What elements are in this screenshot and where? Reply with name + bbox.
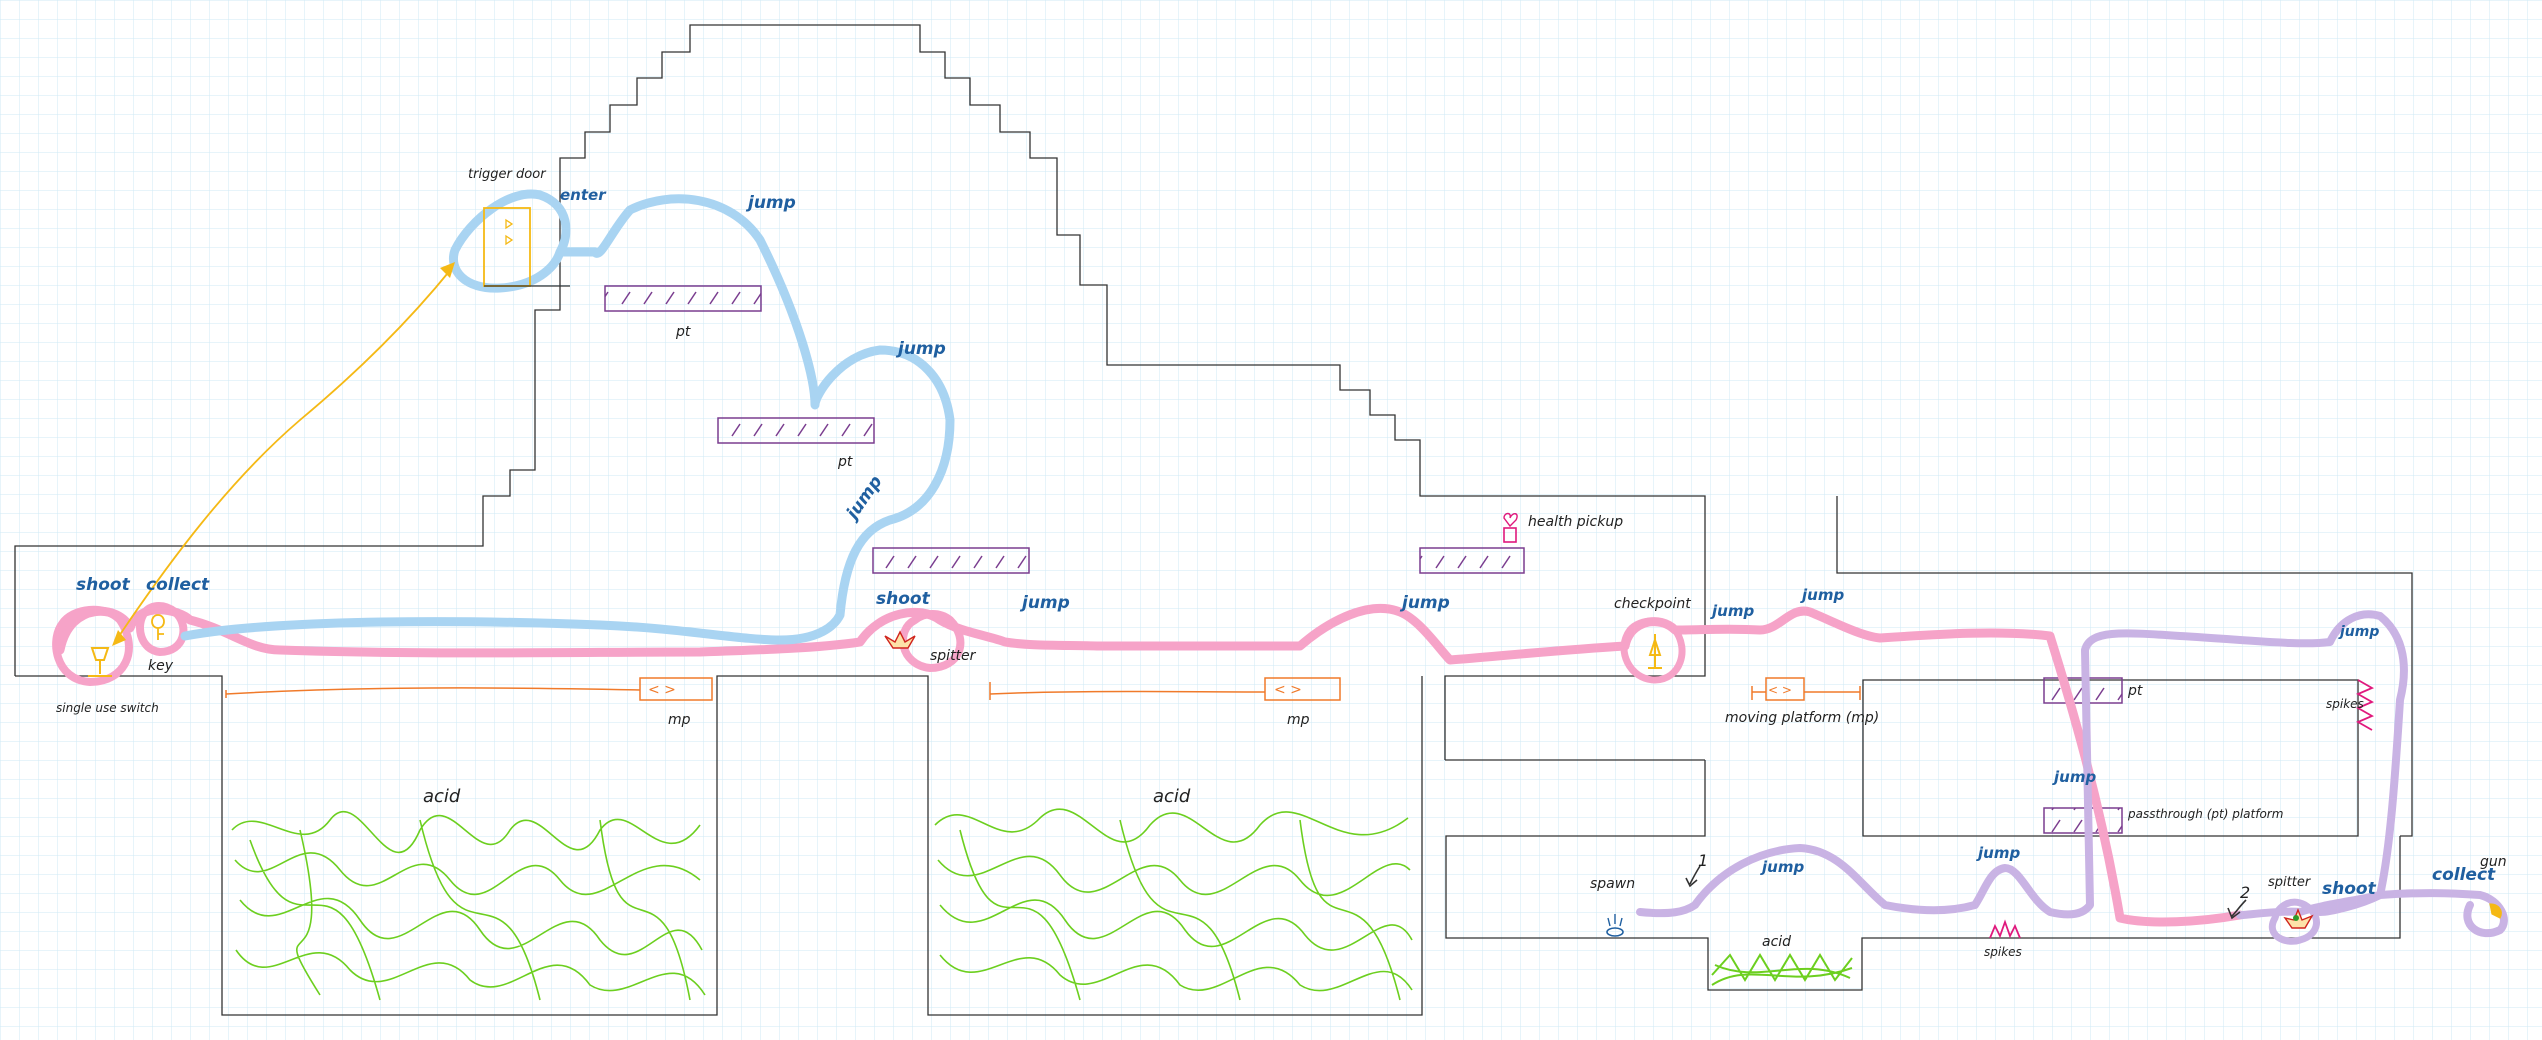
key-icon xyxy=(151,614,165,640)
player-path-pink xyxy=(55,603,2245,927)
arrow-head-icon xyxy=(112,630,126,646)
gun-label: gun xyxy=(2480,854,2507,870)
spikes-icon xyxy=(1989,919,2021,939)
moving-platforms xyxy=(225,677,1861,701)
marker-arrow-icon xyxy=(1685,865,1701,888)
spikes-floor xyxy=(1989,919,2021,939)
jump-label: jump xyxy=(1976,844,2020,862)
jump-label: jump xyxy=(1760,858,1804,876)
jump-label: jump xyxy=(1800,586,1844,604)
jump-label: jump xyxy=(1710,602,1754,620)
spitter-enemy-right xyxy=(2283,908,2314,929)
collect-label: collect xyxy=(2432,865,2496,885)
spitter-enemy-mid xyxy=(884,630,916,649)
passthrough-platform-label: passthrough (pt) platform xyxy=(2127,807,2283,821)
svg-text:< >: < > xyxy=(1274,682,1302,698)
spitter-right-loop xyxy=(2269,898,2320,945)
lock-icon xyxy=(505,218,514,246)
pt-platform-low xyxy=(872,547,1030,574)
shoot-label: shoot xyxy=(76,575,131,595)
spitter-label: spitter xyxy=(930,648,977,664)
moving-platform-arrows: < > < > < > xyxy=(648,682,1792,698)
pt-platform-health xyxy=(1419,547,1525,574)
trigger-door xyxy=(483,207,570,287)
jump-label: jump xyxy=(895,339,946,359)
acid-label: acid xyxy=(1762,934,1791,950)
heart-icon xyxy=(1503,512,1518,528)
checkpoint-flag xyxy=(1648,634,1662,669)
spitter-label: spitter xyxy=(2268,875,2312,890)
marker-number-1: 1 xyxy=(1698,851,1708,870)
key-label: key xyxy=(148,658,174,674)
acid-pool-middle: acid xyxy=(934,786,1413,1001)
acid-label: acid xyxy=(423,786,461,807)
checkpoint-loop xyxy=(1620,617,1686,684)
marker-number-2: 2 xyxy=(2240,883,2250,902)
enter-label: enter xyxy=(560,186,607,204)
trigger-door-link-arrow xyxy=(114,267,453,643)
gun-icon xyxy=(2489,903,2502,919)
health-icon xyxy=(1503,527,1517,543)
acid-label: acid xyxy=(1153,786,1191,807)
mp-label: mp xyxy=(668,712,691,728)
pt-label: pt xyxy=(2127,683,2143,699)
checkpoint-label: checkpoint xyxy=(1614,596,1691,612)
collect-label: collect xyxy=(146,575,210,595)
spawn-icon xyxy=(1606,927,1624,937)
player-path-blue xyxy=(180,189,955,645)
pt-platform-top xyxy=(604,285,762,312)
jump-label: jump xyxy=(745,193,796,213)
key-item xyxy=(151,614,165,640)
health-pickup-label: health pickup xyxy=(1528,514,1623,530)
trigger-door-label: trigger door xyxy=(468,167,547,182)
jump-label: jump xyxy=(1399,593,1450,613)
mp-label: mp xyxy=(1287,712,1310,728)
spawn-point xyxy=(1606,914,1624,937)
svg-text:< >: < > xyxy=(1768,683,1792,697)
pt-platform-right-lower xyxy=(2043,807,2123,834)
spikes-label: spikes xyxy=(1984,945,2022,959)
spikes-label: spikes xyxy=(2326,697,2364,711)
health-pickup xyxy=(1503,512,1518,543)
pt-label: pt xyxy=(675,324,691,340)
spikes-icon xyxy=(2355,679,2375,731)
shoot-label: shoot xyxy=(876,589,931,609)
jump-label: jump xyxy=(1019,593,1070,613)
single-use-switch xyxy=(88,647,112,677)
switch-icon xyxy=(88,647,112,677)
spawn-label: spawn xyxy=(1590,876,1635,892)
svg-text:< >: < > xyxy=(648,682,676,698)
acid-pool-small: acid xyxy=(1711,934,1853,986)
moving-platform-label: moving platform (mp) xyxy=(1725,710,1879,726)
arrow-head-icon xyxy=(440,262,455,278)
pt-platform-mid xyxy=(717,417,875,444)
gun-pickup xyxy=(2489,903,2502,919)
single-use-switch-label: single use switch xyxy=(56,701,159,715)
checkpoint-icon xyxy=(1648,634,1662,669)
spikes-wall xyxy=(2355,679,2375,731)
spitter-icon xyxy=(884,630,916,649)
jump-label: jump xyxy=(2052,768,2096,786)
level-walls xyxy=(14,24,2413,1016)
pt-label: pt xyxy=(837,454,853,470)
shoot-label: shoot xyxy=(2322,879,2377,899)
jump-label: jump xyxy=(2338,624,2379,640)
marker-arrow-icon xyxy=(2227,899,2247,920)
acid-pool-left: acid xyxy=(231,786,706,1001)
